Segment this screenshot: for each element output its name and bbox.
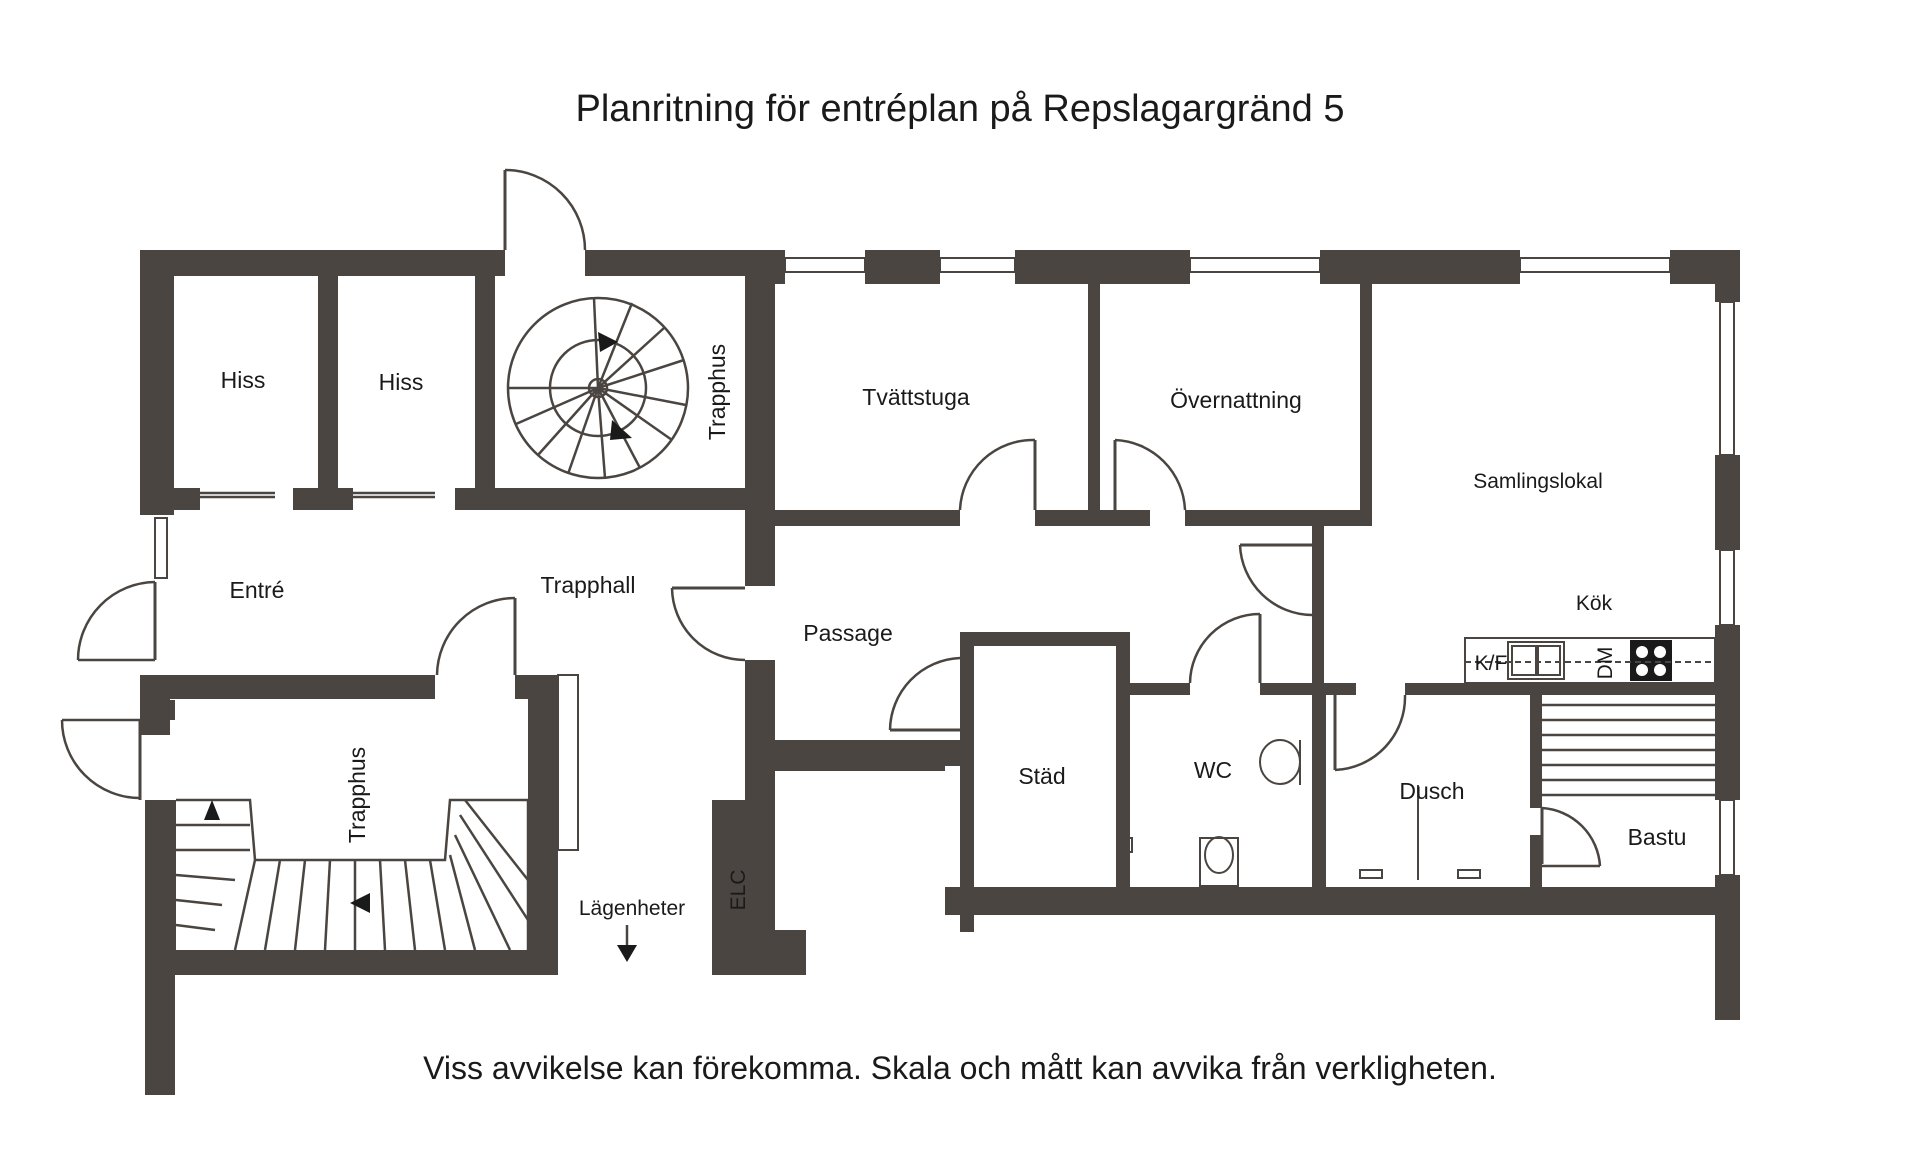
room-label-passage: Passage bbox=[803, 620, 893, 646]
room-label-trapphus-spiral: Trapphus bbox=[704, 344, 730, 440]
room-label-hiss-1: Hiss bbox=[221, 367, 266, 393]
kitchen-counter bbox=[1464, 637, 1716, 684]
room-label-samlingslokal: Samlingslokal bbox=[1473, 470, 1603, 493]
appliance-label-kf: K/F bbox=[1475, 652, 1508, 675]
walls bbox=[140, 250, 1740, 1095]
plan-title: Planritning för entréplan på Repslagargr… bbox=[575, 88, 1345, 130]
room-label-wc: WC bbox=[1194, 757, 1232, 783]
doors bbox=[60, 168, 1602, 868]
room-label-hiss-2: Hiss bbox=[379, 369, 424, 395]
room-labels: Hiss Hiss Trapphus Tvättstuga Övernattni… bbox=[221, 344, 1687, 920]
room-label-trapphall: Trapphall bbox=[540, 572, 635, 598]
room-label-bastu: Bastu bbox=[1628, 824, 1687, 850]
down-arrow-icon bbox=[617, 925, 637, 962]
room-label-stad: Städ bbox=[1018, 763, 1065, 789]
room-label-tvattstuga: Tvättstuga bbox=[862, 384, 970, 410]
disclaimer-text: Viss avvikelse kan förekomma. Skala och … bbox=[423, 1050, 1497, 1086]
room-label-overnattning: Övernattning bbox=[1170, 387, 1302, 413]
room-label-trapphus-lower: Trapphus bbox=[344, 747, 370, 843]
room-label-dusch: Dusch bbox=[1399, 778, 1464, 804]
wc-fixtures bbox=[1121, 739, 1481, 887]
room-label-entre: Entré bbox=[230, 577, 285, 603]
room-label-kok: Kök bbox=[1576, 592, 1613, 615]
sauna-benches bbox=[1542, 703, 1715, 797]
room-label-elc: ELC bbox=[727, 870, 750, 911]
lower-staircase bbox=[175, 798, 530, 951]
room-label-lagenheter: Lägenheter bbox=[579, 897, 685, 920]
spiral-staircase bbox=[506, 296, 690, 480]
windows bbox=[154, 257, 1735, 876]
appliance-label-dm: DM bbox=[1594, 647, 1617, 680]
